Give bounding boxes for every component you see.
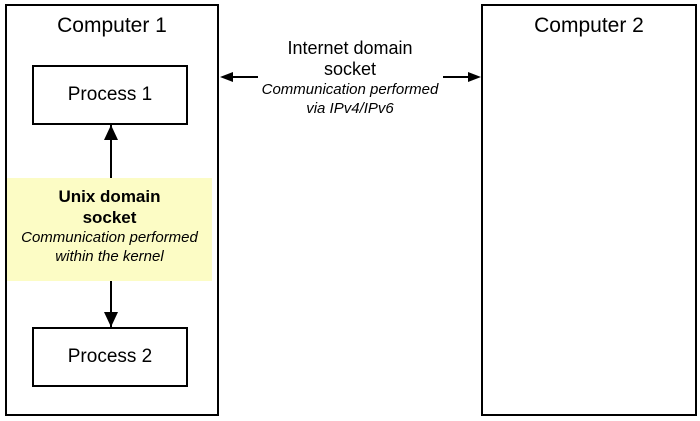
internet-socket-title-line1: Internet domain — [287, 38, 413, 58]
process1-label: Process 1 — [67, 84, 153, 105]
process1-box: Process 1 — [32, 65, 188, 125]
arrowhead-left-icon — [220, 72, 233, 82]
internet-arrow-left-line — [230, 76, 258, 78]
arrowhead-down-icon — [104, 312, 118, 327]
computer1-title: Computer 1 — [57, 14, 167, 37]
internet-socket-desc-line1: Communication performed — [261, 81, 439, 98]
unix-socket-label: Unix domain socket Communication perform… — [7, 178, 212, 281]
unix-socket-desc-line1: Communication performed — [21, 229, 198, 246]
unix-socket-desc-line2: within the kernel — [55, 248, 164, 265]
unix-socket-title-line2: socket — [82, 208, 137, 227]
internet-arrow-right-line — [443, 76, 471, 78]
internet-socket-label: Internet domain socket Communication per… — [230, 38, 470, 118]
internet-socket-desc-line2: via IPv4/IPv6 — [306, 100, 394, 117]
arrowhead-right-icon — [468, 72, 481, 82]
computer2-title: Computer 2 — [534, 14, 644, 37]
arrowhead-up-icon — [104, 125, 118, 140]
process2-box: Process 2 — [32, 327, 188, 387]
internet-socket-title-line2: socket — [323, 59, 377, 79]
computer2-box: Computer 2 — [481, 4, 697, 416]
process2-label: Process 2 — [67, 346, 153, 367]
unix-socket-title-line1: Unix domain — [58, 187, 161, 206]
